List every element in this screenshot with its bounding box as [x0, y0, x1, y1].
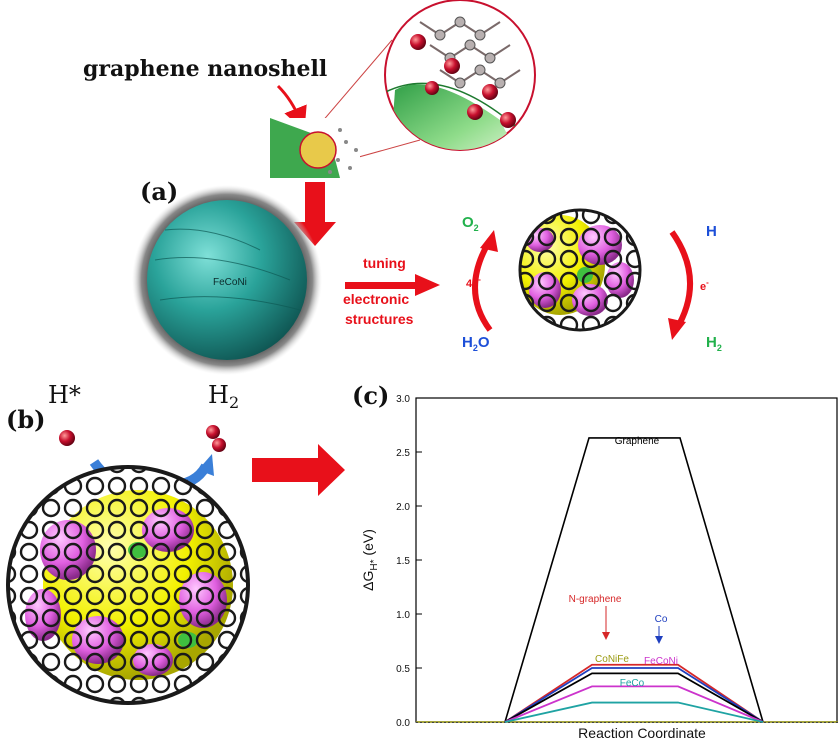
- x-axis-label: Reaction Coordinate: [578, 725, 706, 741]
- svg-text:O2: O2: [462, 214, 479, 233]
- svg-text:4e-: 4e-: [466, 275, 481, 290]
- product-subscript: 2: [229, 393, 239, 412]
- series-line-co: [504, 667, 764, 723]
- series-line-graphene: [504, 437, 764, 723]
- core-label: FeCoNi: [213, 277, 247, 288]
- oer-cycle: O2 4e- H2O: [462, 214, 498, 353]
- series-label-feconi: FeCoNi: [644, 656, 678, 667]
- tuning-arrow: tuning electronic structures: [343, 255, 440, 327]
- o2-label: O: [462, 214, 474, 231]
- h2-atom-icon-2: [212, 438, 226, 452]
- pointer-arrow: [276, 84, 307, 132]
- her-cycle: H e- H2: [668, 223, 722, 353]
- h2-label: H: [706, 334, 717, 351]
- oer-electrons: 4e: [466, 278, 478, 290]
- her-electron-sup: -: [706, 278, 709, 287]
- series-label-feco: FeCo: [620, 678, 645, 689]
- svg-text:e-: e-: [700, 278, 709, 293]
- panel-b: (b) H* H2: [6, 381, 345, 705]
- co-pointer-head: [655, 636, 663, 644]
- h2o-oxygen: O: [478, 334, 490, 351]
- panel-b-label: (b): [6, 405, 46, 434]
- metal-atom-icons: [410, 34, 516, 128]
- adsorbate-label: H*: [48, 381, 81, 409]
- series-line-feco: [504, 701, 764, 723]
- series-line-conife: [504, 672, 764, 723]
- product-label: H: [208, 381, 229, 409]
- panel-a-label: (a): [140, 177, 178, 206]
- y-tick-label-6: 3.0: [396, 394, 410, 405]
- svg-text:H2: H2: [208, 381, 239, 412]
- h-label: H: [706, 223, 717, 240]
- o2-subscript: 2: [474, 223, 479, 233]
- n-graphene-pointer-head: [602, 632, 610, 640]
- arrow-text-line3: structures: [345, 311, 414, 327]
- y-axis-label: ΔGH* (eV): [360, 529, 380, 591]
- big-right-arrow-icon: [252, 444, 345, 496]
- y-tick-label-0: 0.0: [396, 718, 410, 729]
- y-tick-label-3: 1.5: [396, 556, 410, 567]
- h2o-subscript: 2: [473, 343, 478, 353]
- svg-text:H2O: H2O: [462, 334, 490, 353]
- h2o-label: H: [462, 334, 473, 351]
- panel-a: graphene nanoshell: [83, 0, 722, 375]
- feconi-particle: FeCoNi: [132, 185, 322, 375]
- graphene-nanoshell-label: graphene nanoshell: [83, 56, 327, 82]
- cage-a: [518, 208, 642, 332]
- series-label-n-graphene: N-graphene: [569, 594, 622, 605]
- h2-atom-icon: [206, 425, 220, 439]
- svg-text:H2: H2: [706, 334, 722, 353]
- her-electron: e: [700, 281, 706, 293]
- h-atom-icon: [59, 430, 75, 446]
- cage-b: [6, 465, 250, 705]
- shell-patch-icon: [270, 118, 360, 178]
- y-tick-label-4: 2.0: [396, 502, 410, 513]
- panel-c-label: (c): [352, 381, 389, 410]
- arrow-text-line2: electronic: [343, 291, 409, 307]
- oer-electron-sup: -: [478, 275, 481, 284]
- series-line-n-graphene: [504, 663, 764, 723]
- y-tick-label-1: 0.5: [396, 664, 410, 675]
- series-label-conife: CoNiFe: [595, 654, 629, 665]
- y-tick-label-5: 2.5: [396, 448, 410, 459]
- series-line-feconi: [504, 685, 764, 723]
- y-tick-label-2: 1.0: [396, 610, 410, 621]
- arrow-text-line1: tuning: [363, 255, 406, 271]
- series-label-co: Co: [655, 614, 668, 625]
- h2-subscript: 2: [717, 343, 722, 353]
- series-label-graphene: Graphene: [615, 436, 660, 447]
